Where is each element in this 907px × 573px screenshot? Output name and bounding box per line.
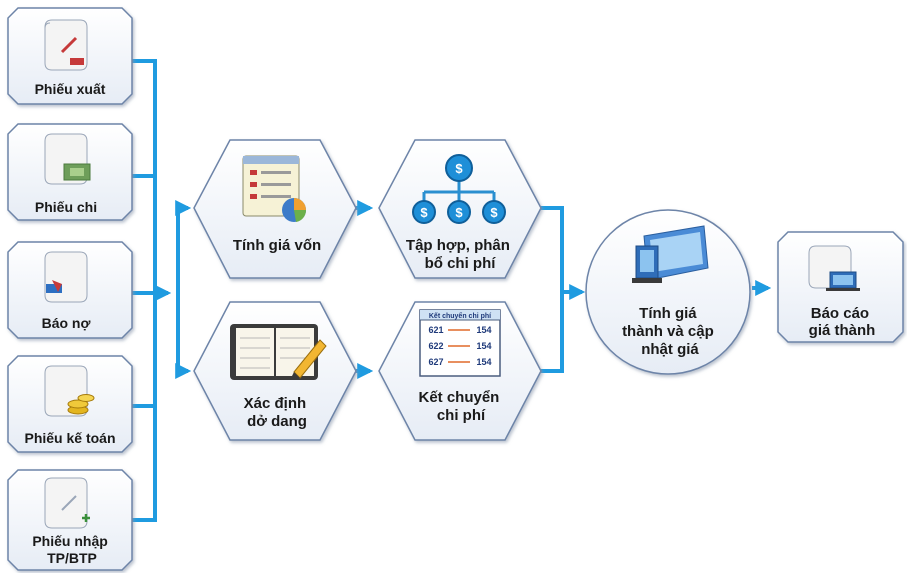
report-monitor-icon — [808, 245, 860, 291]
label-tinh-gia-thanh: Tính giá thành và cập nhật giá — [622, 305, 718, 358]
ledger-to-2: 154 — [476, 341, 491, 351]
ledger-sheet-icon: Kết chuyển chi phí 621 154 622 154 627 1… — [419, 309, 501, 377]
checklist-pie-icon — [242, 155, 307, 222]
dollar-glyph-mid: $ — [455, 205, 463, 220]
label-bao-no: Báo nợ — [42, 315, 91, 331]
label-phieu-xuat: Phiếu xuất — [35, 81, 106, 97]
scroll-icon-phieu-chi — [44, 133, 91, 185]
process-tinh-gia-thanh[interactable] — [585, 209, 751, 375]
scroll-icon-phieu-xuat — [44, 19, 88, 71]
ledger-title: Kết chuyển chi phí — [429, 312, 492, 320]
label-xac-dinh-do-dang: Xác định dở dang — [244, 395, 311, 430]
ledger-to-3: 154 — [476, 357, 491, 367]
label-tinh-gia-von: Tính giá vốn — [233, 237, 321, 254]
scroll-icon-phieu-nhap — [44, 477, 90, 529]
label-tap-hop-phan-bo: Tập hợp, phân bổ chi phí — [406, 237, 514, 272]
notebook-pencil-icon — [230, 324, 327, 380]
dollar-hierarchy-icon: $ $ $ $ — [412, 154, 506, 224]
ledger-from-1: 621 — [428, 325, 443, 335]
label-ket-chuyen: Kết chuyển chi phí — [418, 389, 503, 424]
dollar-glyph-left: $ — [420, 205, 428, 220]
dollar-glyph-top: $ — [455, 161, 463, 176]
label-phieu-nhap: Phiếu nhập TP/BTP — [32, 533, 111, 566]
connectors — [132, 59, 772, 522]
label-bao-cao-gia-thanh: Báo cáo giá thành — [809, 305, 876, 339]
label-phieu-chi: Phiếu chi — [35, 199, 97, 215]
left-docs: Phiếu xuất Phiếu chi Báo nợ — [7, 7, 133, 571]
dollar-glyph-right: $ — [490, 205, 498, 220]
scroll-icon-bao-no — [44, 251, 88, 303]
label-phieu-ke-toan: Phiếu kế toán — [24, 430, 115, 446]
ledger-from-2: 622 — [428, 341, 443, 351]
ledger-from-3: 627 — [428, 357, 443, 367]
monitor-icon — [632, 225, 709, 283]
coins-icon-phieu-ke-toan — [44, 365, 95, 417]
ledger-to-1: 154 — [476, 325, 491, 335]
